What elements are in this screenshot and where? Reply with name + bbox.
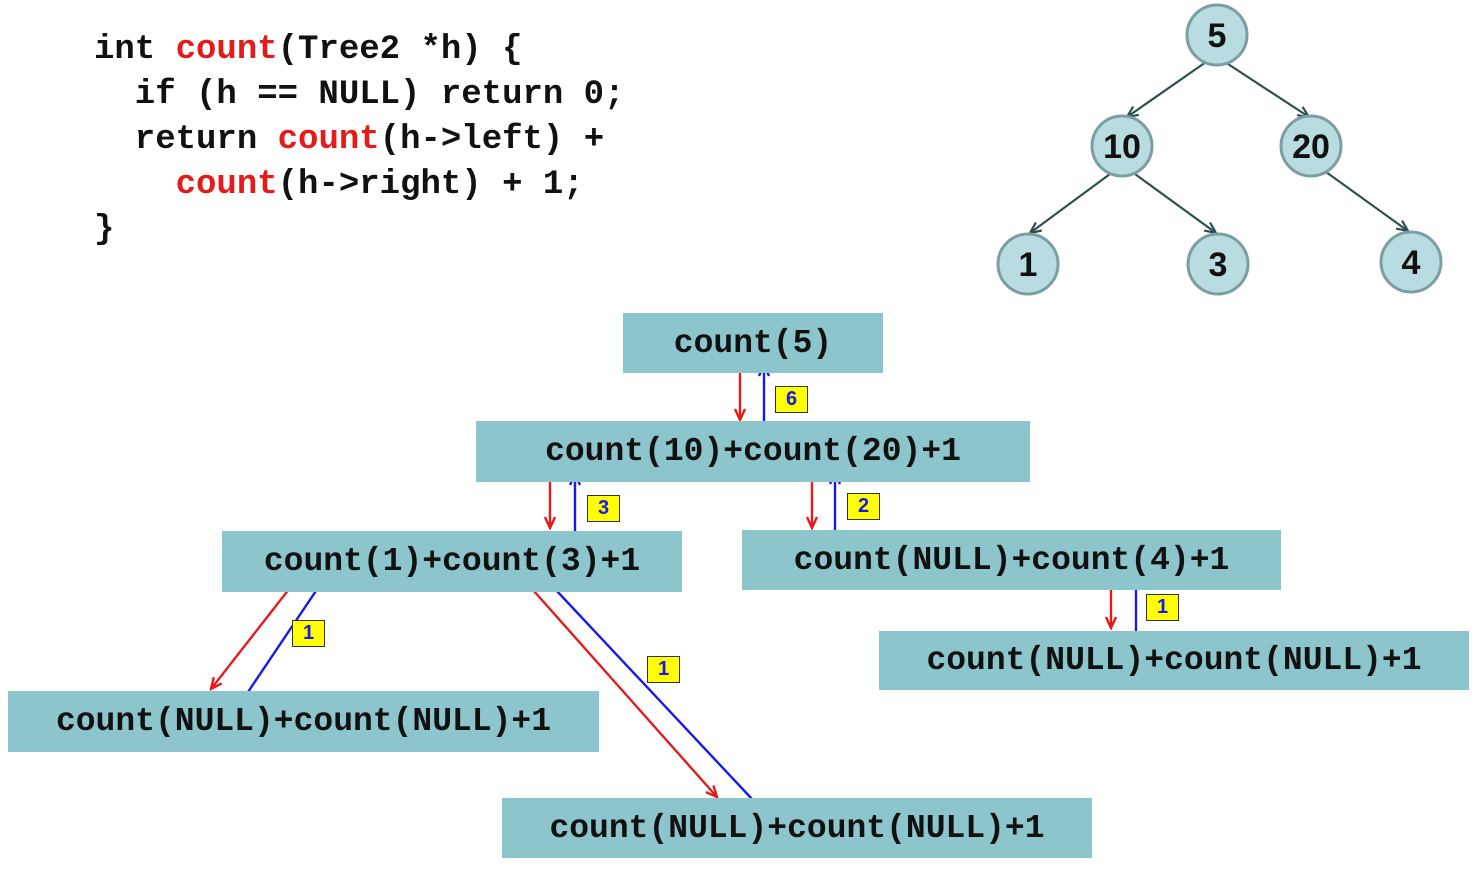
node-label: 5 xyxy=(1208,17,1227,55)
edge-10-1 xyxy=(1030,173,1111,233)
return-badge-leaf3: 1 xyxy=(647,656,680,683)
return-value: 6 xyxy=(785,388,798,410)
code-text: (h->right) + 1; xyxy=(277,166,584,204)
node-circle xyxy=(996,232,1060,296)
return-value: 2 xyxy=(857,495,870,517)
code-text: (h->left) + xyxy=(379,121,605,159)
call-label: count(NULL)+count(4)+1 xyxy=(793,541,1230,579)
return-value: 1 xyxy=(302,622,315,644)
call-box-right: count(NULL)+count(4)+1 xyxy=(742,530,1281,590)
return-badge-root: 6 xyxy=(775,386,808,413)
return-badge-leaf1: 1 xyxy=(292,620,325,647)
call-box-leaf4: count(NULL)+count(NULL)+1 xyxy=(879,631,1469,690)
code-function-name: count xyxy=(175,31,278,69)
call-arrow xyxy=(516,571,717,797)
node-circle xyxy=(1379,230,1443,294)
call-label: count(NULL)+count(NULL)+1 xyxy=(549,809,1045,847)
node-label: 20 xyxy=(1292,128,1330,166)
code-text: int xyxy=(94,31,176,69)
code-text: if (h == NULL) return 0; xyxy=(94,76,625,114)
return-arrow xyxy=(540,573,753,800)
tree-node-5: 5 xyxy=(1185,3,1249,67)
node-label: 10 xyxy=(1103,128,1141,166)
tree-edges xyxy=(1030,61,1408,233)
call-label: count(1)+count(3)+1 xyxy=(263,543,641,580)
edge-5-10 xyxy=(1127,61,1207,117)
return-badge-right: 2 xyxy=(847,493,880,520)
call-label: count(NULL)+count(NULL)+1 xyxy=(55,703,552,740)
code-text: (Tree2 *h) { xyxy=(277,31,523,69)
code-line-2: if (h == NULL) return 0; xyxy=(94,73,625,118)
return-value: 3 xyxy=(597,497,610,519)
edge-20-4 xyxy=(1325,171,1408,231)
tree-node-10: 10 xyxy=(1090,114,1154,178)
node-label: 4 xyxy=(1402,244,1421,282)
code-line-1: int count(Tree2 *h) { xyxy=(94,28,625,73)
call-label: count(10)+count(20)+1 xyxy=(545,433,961,470)
return-badge-leaf4: 1 xyxy=(1146,594,1179,621)
call-label: count(NULL)+count(NULL)+1 xyxy=(926,642,1422,679)
tree-node-20: 20 xyxy=(1279,114,1343,178)
code-listing: int count(Tree2 *h) { if (h == NULL) ret… xyxy=(94,28,625,253)
node-circle xyxy=(1090,114,1154,178)
return-value: 1 xyxy=(657,658,670,680)
code-function-name: count xyxy=(277,121,380,159)
call-box-leaf1: count(NULL)+count(NULL)+1 xyxy=(8,691,599,752)
code-line-3: return count(h->left) + xyxy=(94,118,625,163)
node-circle xyxy=(1279,114,1343,178)
code-text: } xyxy=(94,211,115,249)
code-line-5: } xyxy=(94,208,625,253)
node-circle xyxy=(1186,232,1250,296)
code-line-4: count(h->right) + 1; xyxy=(94,163,625,208)
tree-node-4: 4 xyxy=(1379,230,1443,294)
code-text: return xyxy=(94,121,278,159)
return-arrow xyxy=(247,573,328,693)
tree-node-3: 3 xyxy=(1186,232,1250,296)
node-label: 3 xyxy=(1209,246,1228,284)
edge-5-20 xyxy=(1227,63,1309,117)
call-box-leaf3: count(NULL)+count(NULL)+1 xyxy=(502,798,1092,858)
edge-10-3 xyxy=(1134,173,1216,233)
call-box-left: count(1)+count(3)+1 xyxy=(222,531,682,592)
tree-node-1: 1 xyxy=(996,232,1060,296)
call-box-level1: count(10)+count(20)+1 xyxy=(476,421,1030,482)
node-circle xyxy=(1185,3,1249,67)
code-function-name: count xyxy=(175,166,278,204)
node-label: 1 xyxy=(1019,246,1038,284)
return-value: 1 xyxy=(1156,596,1169,618)
call-box-root: count(5) xyxy=(623,313,883,373)
call-label: count(5) xyxy=(673,324,833,362)
return-badge-left: 3 xyxy=(587,495,620,522)
